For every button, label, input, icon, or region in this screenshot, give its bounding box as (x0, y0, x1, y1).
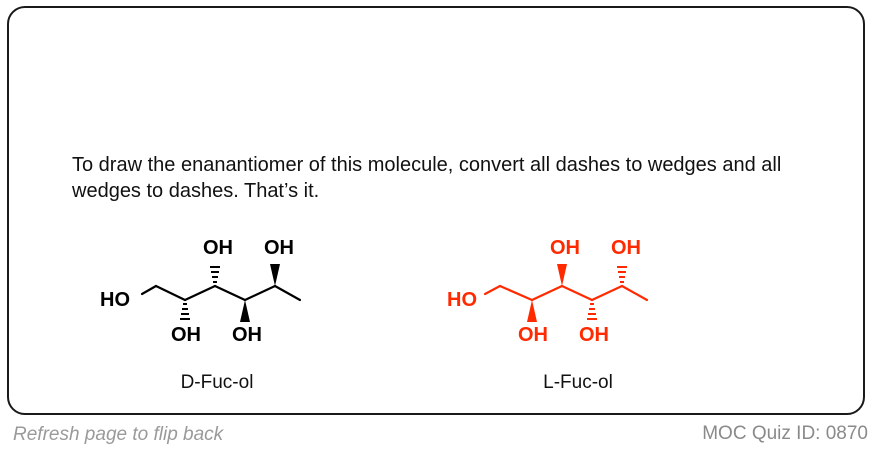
label-oh-c4: OH (579, 324, 609, 346)
wedge-c3 (557, 264, 567, 286)
d-fucitol-structure: HO OH OH OH OH (100, 237, 302, 346)
l-fucitol-structure: HO OH OH OH OH (447, 237, 649, 346)
bond-c2-c3 (530, 284, 564, 302)
bond-c1-c2 (498, 284, 534, 302)
wedge-c5 (270, 264, 280, 286)
content-card (7, 6, 865, 415)
label-oh-c4: OH (232, 324, 262, 346)
instruction-text: To draw the enanantiomer of this molecul… (72, 154, 782, 202)
wedge-c2 (527, 300, 537, 322)
bond-c3-c4 (560, 284, 594, 302)
label-oh-c3: OH (203, 237, 233, 259)
label-oh-c5: OH (264, 237, 294, 259)
bond-c5-c6 (273, 284, 302, 302)
quiz-id: MOC Quiz ID: 0870 (702, 423, 868, 444)
label-oh-c2: OH (518, 324, 548, 346)
bond-c4-c5 (590, 284, 624, 302)
label-ho: HO (447, 289, 477, 311)
bond-o1-c1 (483, 284, 502, 296)
bond-c1-c2 (154, 284, 187, 302)
label-oh-c2: OH (171, 324, 201, 346)
wedge-c4 (240, 300, 250, 322)
bond-c5-c6 (620, 284, 649, 302)
refresh-hint: Refresh page to flip back (13, 424, 224, 445)
bond-c4-c5 (243, 284, 277, 302)
label-oh-c5: OH (611, 237, 641, 259)
label-ho: HO (100, 289, 130, 311)
caption-d-fuc-ol: D-Fuc-ol (180, 372, 254, 393)
caption-l-fuc-ol: L-Fuc-ol (543, 372, 613, 393)
bond-c3-c4 (213, 284, 247, 302)
bond-o1-c1 (140, 284, 158, 296)
label-oh-c3: OH (550, 237, 580, 259)
bond-c2-c3 (183, 284, 217, 302)
